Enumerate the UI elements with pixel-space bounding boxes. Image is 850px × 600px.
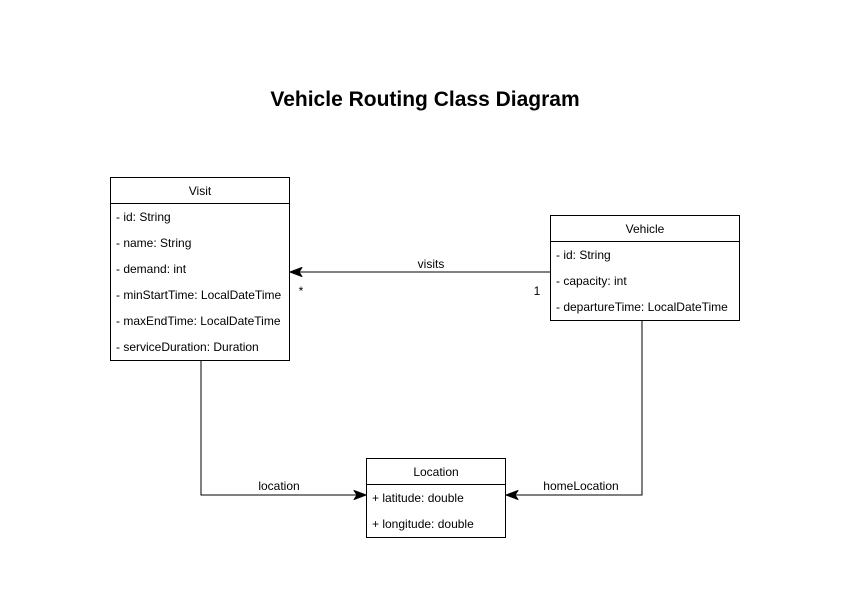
edge-home-location-line[interactable] [509,319,643,496]
arrowhead-homelocation-at-location-icon [505,490,519,500]
class-visit-name: Visit [111,178,289,204]
visit-attr-max-end-time: - maxEndTime: LocalDateTime [116,314,281,328]
edge-label-location[interactable]: location [258,479,299,493]
edge-location[interactable]: location [200,359,367,500]
visit-attr-service-duration: - serviceDuration: Duration [116,340,259,354]
visit-attr-id: - id: String [116,210,171,224]
class-visit[interactable]: Visit - id: String - name: String - dema… [110,177,290,361]
visit-attr-name: - name: String [116,236,192,250]
location-attr-latitude: + latitude: double [372,491,464,505]
vehicle-attr-id: - id: String [556,248,611,262]
vehicle-attr-departure-time: - departureTime: LocalDateTime [556,300,728,314]
visit-attr-demand: - demand: int [116,262,187,276]
location-attr-longitude: + longitude: double [372,517,474,531]
edge-location-line[interactable] [200,359,363,496]
multiplicity-one-at-vehicle: 1 [534,284,541,298]
visit-attr-min-start-time: - minStartTime: LocalDateTime [116,288,282,302]
class-vehicle[interactable]: Vehicle - id: String - capacity: int - d… [550,215,740,321]
class-vehicle-name: Vehicle [551,216,739,242]
edge-home-location[interactable]: homeLocation [505,319,643,500]
edge-visits[interactable]: visits * 1 [289,257,550,298]
diagram-title: Vehicle Routing Class Diagram [270,88,580,111]
multiplicity-star-at-visit: * [299,284,304,298]
class-location-name: Location [367,459,505,485]
edge-label-visits[interactable]: visits [418,257,445,271]
vehicle-attr-capacity: - capacity: int [556,274,627,288]
arrowhead-location-at-location-icon [353,490,367,500]
edge-label-home-location[interactable]: homeLocation [543,479,618,493]
class-location[interactable]: Location + latitude: double + longitude:… [366,458,506,538]
arrowhead-visits-at-visit-icon [289,267,303,277]
